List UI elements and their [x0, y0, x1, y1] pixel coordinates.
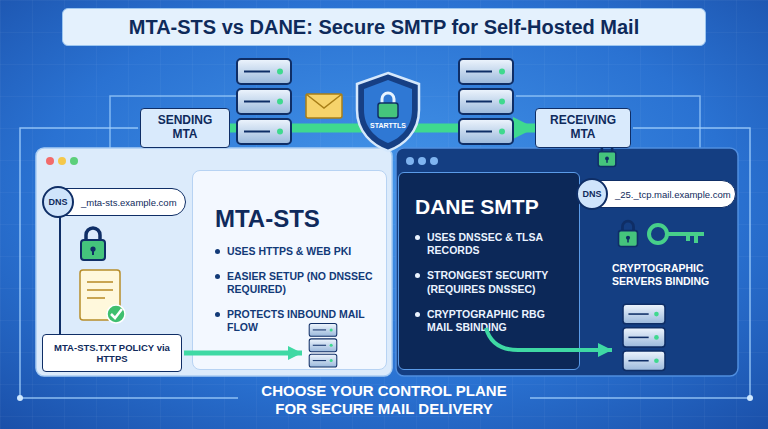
starttls-shield: STARTTLS — [352, 70, 424, 154]
window-dot — [70, 157, 78, 165]
mail-server-icon — [309, 324, 337, 367]
policy-document-icon — [80, 270, 120, 320]
mta-label: RECEIVING MTA — [540, 114, 626, 142]
sending-server-icon — [237, 59, 291, 144]
frame-line — [110, 96, 236, 148]
shield-inner — [364, 80, 412, 143]
lock-icon — [81, 228, 105, 260]
envelope-flap — [306, 94, 342, 108]
title-banner: MTA-STS vs DANE: Secure SMTP for Self-Ho… — [62, 8, 706, 46]
card-heading: MTA-STS — [215, 205, 374, 233]
dane-binding-arrow — [486, 328, 612, 350]
caption-text: CHOOSE YOUR CONTROL PLANE FOR SECURE MAI… — [244, 382, 524, 418]
mta-label: SENDING MTA — [145, 114, 225, 142]
shield-outline — [352, 70, 424, 154]
mta-sts-card: MTA-STS USES HTTPS & WEB PKI EASIER SETUP … — [192, 170, 387, 370]
dane-panel — [396, 148, 738, 376]
frame-line — [516, 96, 700, 148]
window-dot — [46, 157, 54, 165]
feature-bullet: STRONGEST SECURITY (REQUIRES DNSSEC) — [415, 269, 569, 295]
document-line — [87, 297, 105, 299]
key-shaft — [667, 234, 704, 243]
shield-shape — [357, 73, 419, 151]
lock-body — [378, 103, 398, 118]
dns-record-pill: DNS_25._tcp.mail.example.com — [580, 180, 736, 208]
envelope-icon — [306, 94, 342, 118]
check-badge — [107, 305, 125, 323]
dns-badge: DNS — [576, 178, 608, 210]
mta-label-box: RECEIVING MTA — [535, 108, 631, 148]
window-dot — [430, 157, 438, 165]
mta-label-box: SENDING MTA — [140, 108, 230, 148]
annotation-label: CRYPTOGRAPHIC SERVERS BINDING — [612, 262, 730, 288]
feature-bullet: USES DNSSEC & TLSA RECORDS — [415, 231, 569, 257]
frame-dot — [747, 395, 753, 401]
feature-bullet: CRYPTOGRAPHIC RBG MAIL SBINDING — [415, 308, 569, 334]
card-heading: DANE SMTP — [415, 195, 569, 219]
dns-record-pill: DNS_mta-sts.example.com — [46, 188, 186, 216]
feature-bullet: EASIER SETUP (NO DNSSEC REQUIRED) — [215, 270, 374, 296]
frame-dot — [17, 395, 23, 401]
lock-icon — [619, 221, 638, 246]
document-line — [87, 281, 113, 283]
dane-card: DANE SMTP USES DNSSEC & TLSA RECORDS STRON… — [398, 172, 580, 370]
feature-bullet: USES HTTPS & WEB PKI — [215, 245, 374, 258]
dns-badge: DNS — [42, 186, 74, 218]
window-dot — [406, 157, 414, 165]
shield-label: STARTTLS — [352, 122, 424, 129]
dns-lookup-line — [59, 216, 61, 334]
policy-fetch-arrow — [184, 351, 302, 356]
receiving-server-icon — [459, 59, 513, 144]
mta-sts-panel — [36, 148, 392, 376]
feature-bullet: PROTECTS INBOUND MAIL FLOW — [215, 308, 374, 334]
check-mark — [111, 309, 122, 318]
document-line — [87, 289, 113, 291]
dns-record-name: _mta-sts.example.com — [81, 197, 177, 208]
key-bow — [649, 225, 667, 243]
policy-box: MTA-STS.TXT POLICY via HTTPS — [42, 334, 182, 372]
dns-record-name: _25._tcp.mail.example.com — [615, 189, 731, 200]
policy-label: MTA-STS.TXT POLICY via HTTPS — [49, 342, 175, 365]
window-dot — [418, 157, 426, 165]
dane-server-icon — [623, 304, 665, 370]
window-dot — [58, 157, 66, 165]
